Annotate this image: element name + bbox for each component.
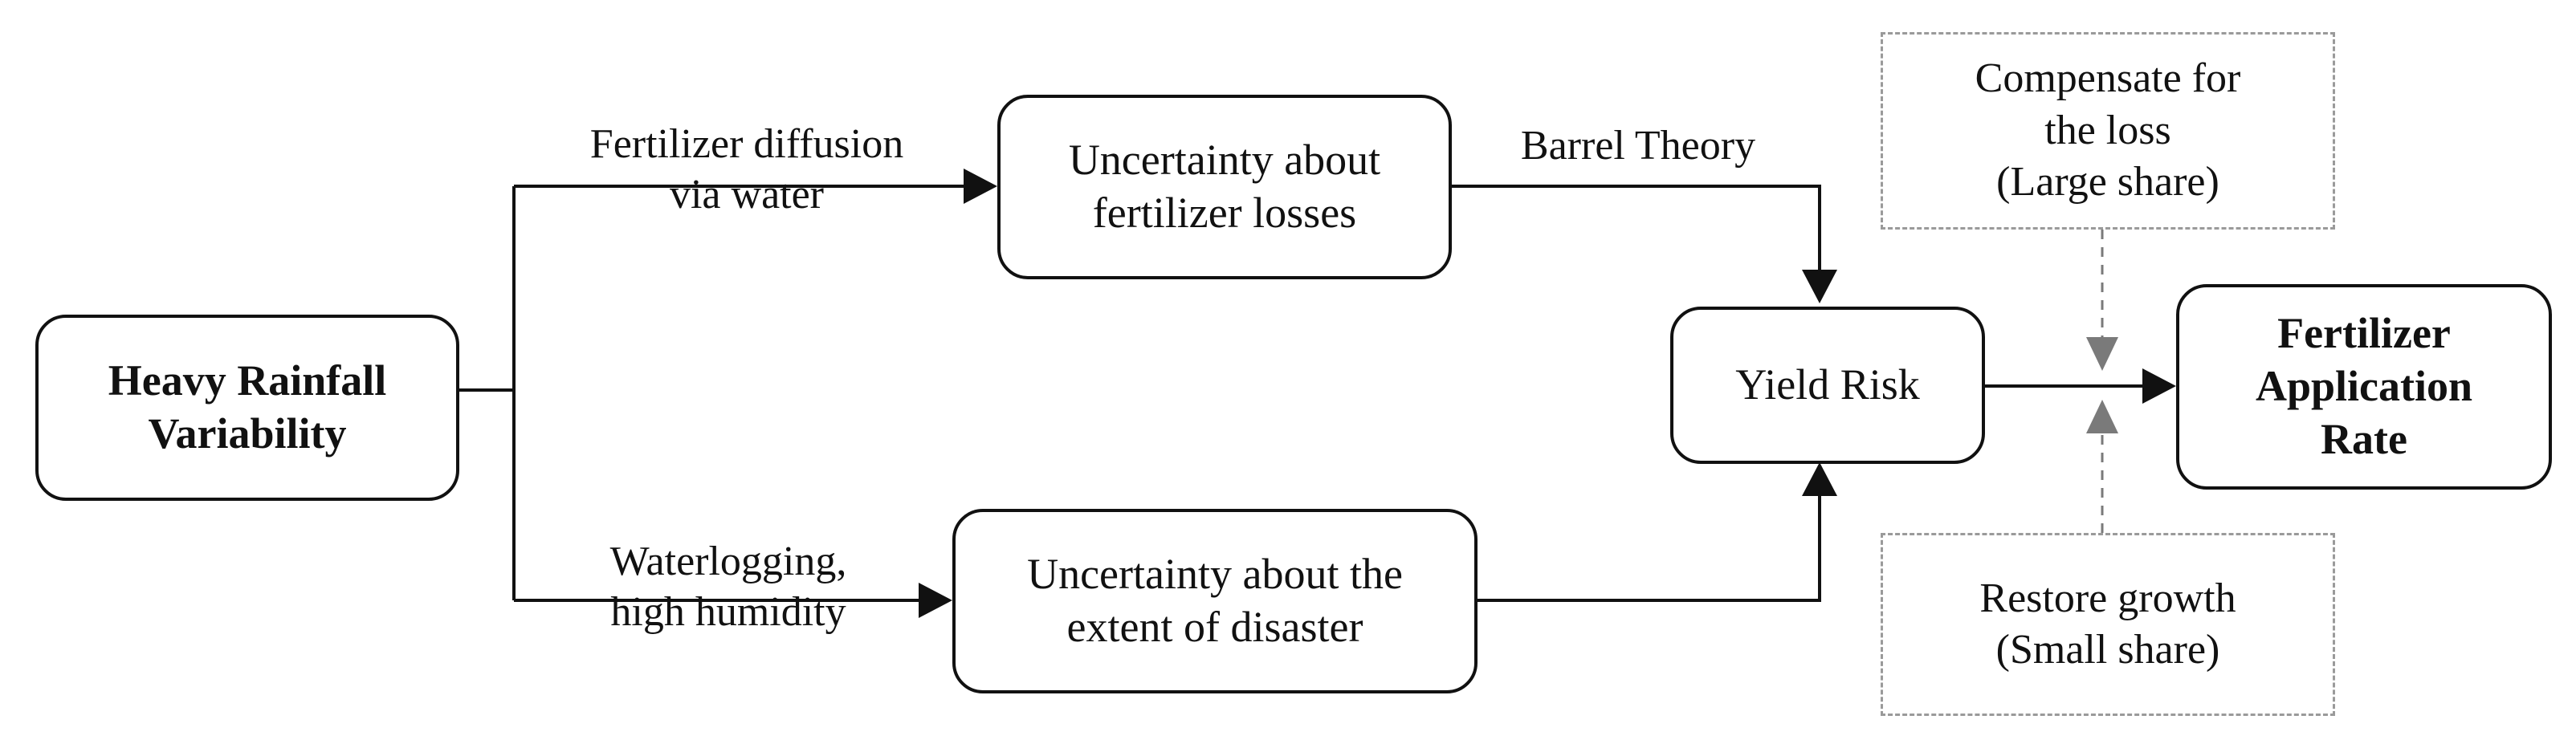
note-compensate-line-2: the loss (2044, 107, 2171, 153)
node-heavy-rainfall-line-1: Heavy Rainfall (108, 356, 387, 405)
note-compensate-line-3: (Large share) (1996, 159, 2219, 205)
arrowhead-losses-to-yield (1802, 270, 1837, 303)
note-compensate-line-1: Compensate for (1975, 55, 2241, 102)
edge-label-diffusion-line-2: via water (669, 172, 824, 218)
node-disaster-line-2: extent of disaster (1066, 603, 1363, 651)
node-rate-line-1: Fertilizer (2277, 309, 2451, 358)
note-restore-line-2: (Small share) (1995, 627, 2220, 673)
node-uncertainty-fertilizer-losses: Uncertainty about fertilizer losses (997, 95, 1452, 279)
edge-label-waterlogging-line-1: Waterlogging, (609, 539, 847, 584)
node-losses-line-2: fertilizer losses (1092, 189, 1357, 237)
note-restore-line-1: Restore growth (1979, 575, 2236, 621)
edge-label-waterlogging-line-2: high humidity (610, 589, 846, 636)
edge-disaster-to-yield (1478, 493, 1821, 602)
note-restore-growth: Restore growth (Small share) (1881, 533, 2335, 716)
node-losses-line-1: Uncertainty about (1068, 136, 1381, 185)
node-yield-risk-label: Yield Risk (1735, 360, 1920, 409)
arrowhead-disaster-to-yield (1802, 462, 1837, 496)
arrowhead-restore (2086, 400, 2118, 433)
arrowhead-to-losses (964, 169, 997, 204)
edge-label-fertilizer-diffusion: Fertilizer diffusion via water (530, 119, 964, 221)
arrowhead-yield-to-rate (2142, 368, 2176, 404)
node-disaster-line-1: Uncertainty about the (1027, 550, 1403, 599)
note-compensate-for-the-loss: Compensate for the loss (Large share) (1881, 32, 2335, 230)
edge-label-barrel-line-1: Barrel Theory (1520, 123, 1756, 169)
edge-label-barrel-theory: Barrel Theory (1469, 120, 1807, 171)
edge-label-diffusion-line-1: Fertilizer diffusion (589, 121, 904, 167)
arrowhead-compensate (2086, 337, 2118, 371)
node-rate-line-2: Application (2255, 362, 2473, 411)
edge-losses-to-yield (1450, 185, 1821, 273)
node-uncertainty-extent-disaster: Uncertainty about the extent of disaster (952, 509, 1478, 693)
node-heavy-rainfall-variability: Heavy Rainfall Variability (35, 315, 459, 501)
node-heavy-rainfall-line-2: Variability (148, 409, 347, 457)
edge-label-waterlogging: Waterlogging, high humidity (540, 536, 917, 638)
node-yield-risk: Yield Risk (1670, 307, 1985, 464)
node-fertilizer-application-rate: Fertilizer Application Rate (2176, 284, 2552, 490)
node-rate-line-3: Rate (2321, 414, 2407, 463)
arrowhead-to-disaster (919, 583, 952, 618)
